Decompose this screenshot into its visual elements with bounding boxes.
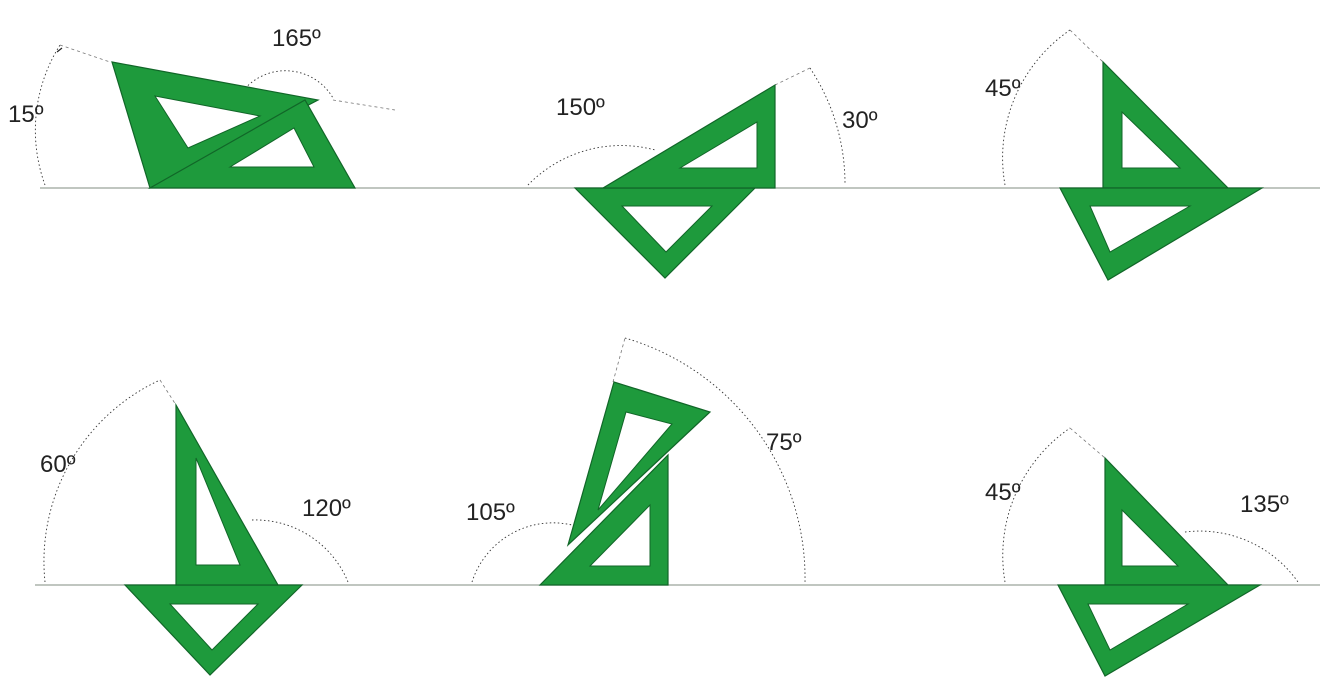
label-120: 120º bbox=[302, 495, 351, 522]
arc-150 bbox=[527, 145, 656, 186]
label-60: 60º bbox=[40, 451, 76, 478]
arc-15-tick bbox=[56, 47, 63, 53]
set-square-45 bbox=[123, 584, 304, 676]
panel-150-30: 150º 30º bbox=[527, 67, 878, 279]
arc-135 bbox=[1184, 530, 1299, 583]
label-15: 15º bbox=[8, 101, 44, 128]
label-105: 105º bbox=[466, 499, 515, 526]
arc-15 bbox=[34, 44, 61, 186]
arc-60-reference-line bbox=[159, 379, 177, 406]
label-150: 150º bbox=[556, 94, 605, 121]
panel-15-165: 15º 165º bbox=[8, 25, 396, 189]
arc-15-reference-line bbox=[59, 44, 111, 63]
set-square-30-60 bbox=[175, 402, 280, 586]
panel-105-75: 105º 75º bbox=[466, 337, 806, 586]
arc-60 bbox=[43, 379, 161, 583]
label-75: 75º bbox=[766, 429, 802, 456]
arc-105 bbox=[471, 522, 573, 583]
arc-45-reference-line bbox=[1069, 29, 1104, 63]
arc-45-bottom-reference-line bbox=[1069, 427, 1106, 459]
arc-75-reference-line bbox=[612, 337, 626, 383]
set-square-30-60 bbox=[1102, 60, 1230, 189]
set-square-30-60 bbox=[600, 83, 776, 189]
label-30: 30º bbox=[842, 107, 878, 134]
arc-45-top bbox=[1002, 29, 1071, 186]
set-square-45 bbox=[1059, 187, 1265, 281]
set-square-45 bbox=[147, 99, 357, 189]
set-square-45 bbox=[538, 453, 669, 586]
arc-45-bottom bbox=[1002, 427, 1071, 583]
arc-75 bbox=[624, 337, 806, 583]
label-45-bottom: 45º bbox=[985, 479, 1021, 506]
label-45-top: 45º bbox=[985, 75, 1021, 102]
label-165: 165º bbox=[272, 25, 321, 52]
set-square-30-60 bbox=[1104, 456, 1230, 586]
arc-165 bbox=[237, 70, 334, 99]
arc-165-reference-line bbox=[332, 99, 396, 111]
set-square-30-60 bbox=[566, 381, 712, 547]
arc-120 bbox=[251, 519, 349, 583]
arc-30 bbox=[809, 67, 846, 186]
panel-45-135: 45º 135º bbox=[985, 427, 1299, 677]
set-square-45 bbox=[573, 187, 757, 279]
arc-30-reference-line bbox=[774, 67, 811, 86]
set-square-45 bbox=[1057, 584, 1263, 677]
label-135: 135º bbox=[1240, 491, 1289, 518]
panel-45-top: 45º bbox=[985, 29, 1265, 281]
panel-60-120: 60º 120º bbox=[40, 379, 351, 676]
